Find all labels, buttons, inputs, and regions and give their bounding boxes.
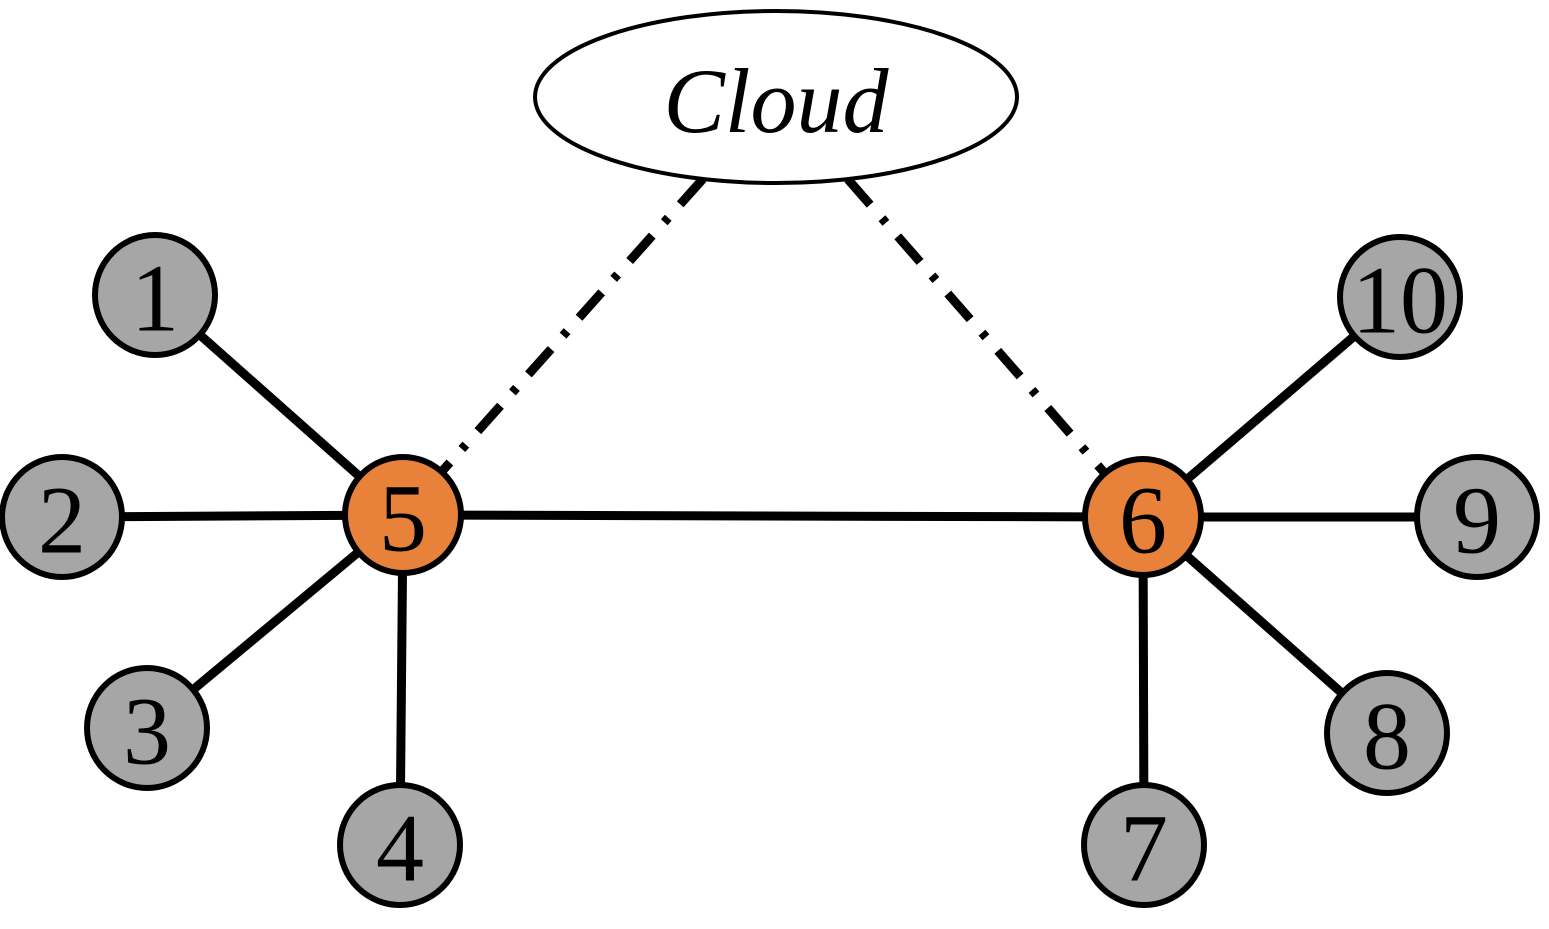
node-10[interactable]: 10 xyxy=(1337,234,1463,360)
edge-4-5 xyxy=(396,569,407,789)
edges-layer xyxy=(118,329,1420,789)
node-label-6: 6 xyxy=(1119,467,1167,574)
edge-6-8 xyxy=(1181,550,1348,699)
node-label-3: 3 xyxy=(123,678,171,785)
node-label-4: 4 xyxy=(376,795,424,902)
edge-6-7 xyxy=(1138,571,1149,789)
edge-2-5 xyxy=(118,510,349,522)
edge-3-5 xyxy=(187,546,364,696)
node-1[interactable]: 1 xyxy=(92,232,218,358)
node-label-8: 8 xyxy=(1363,683,1411,790)
node-circle-10[interactable] xyxy=(1337,234,1463,360)
cloud-link-6 xyxy=(844,176,1111,479)
node-label-10: 10 xyxy=(1352,247,1448,354)
edge-1-5 xyxy=(194,329,365,482)
node-label-7: 7 xyxy=(1120,795,1168,902)
node-3[interactable]: 3 xyxy=(84,665,210,791)
node-7[interactable]: 7 xyxy=(1081,782,1207,908)
cloud-link-5 xyxy=(436,175,707,477)
node-circle-4[interactable] xyxy=(337,782,463,908)
node-circle-9[interactable] xyxy=(1414,454,1540,580)
node-9[interactable]: 9 xyxy=(1414,454,1540,580)
node-label-2: 2 xyxy=(38,467,86,574)
cloud-layer: Cloud xyxy=(533,9,1019,185)
node-5[interactable]: 5 xyxy=(342,454,464,576)
cloud-ellipse[interactable] xyxy=(533,9,1019,185)
cloud-label: Cloud xyxy=(664,50,890,152)
edge-6-10 xyxy=(1181,330,1360,485)
node-circle-1[interactable] xyxy=(92,232,218,358)
node-circle-2[interactable] xyxy=(0,454,125,580)
node-circle-5[interactable] xyxy=(342,454,464,576)
node-label-5: 5 xyxy=(379,465,427,572)
node-circle-7[interactable] xyxy=(1081,782,1207,908)
node-circle-8[interactable] xyxy=(1324,670,1450,796)
node-circle-6[interactable] xyxy=(1082,456,1204,578)
node-2[interactable]: 2 xyxy=(0,454,125,580)
node-8[interactable]: 8 xyxy=(1324,670,1450,796)
node-circle-3[interactable] xyxy=(84,665,210,791)
node-label-9: 9 xyxy=(1453,467,1501,574)
edge-5-6 xyxy=(457,510,1089,522)
node-label-1: 1 xyxy=(131,245,179,352)
node-4[interactable]: 4 xyxy=(337,782,463,908)
node-6[interactable]: 6 xyxy=(1082,456,1204,578)
cloud-links-layer xyxy=(436,175,1111,479)
